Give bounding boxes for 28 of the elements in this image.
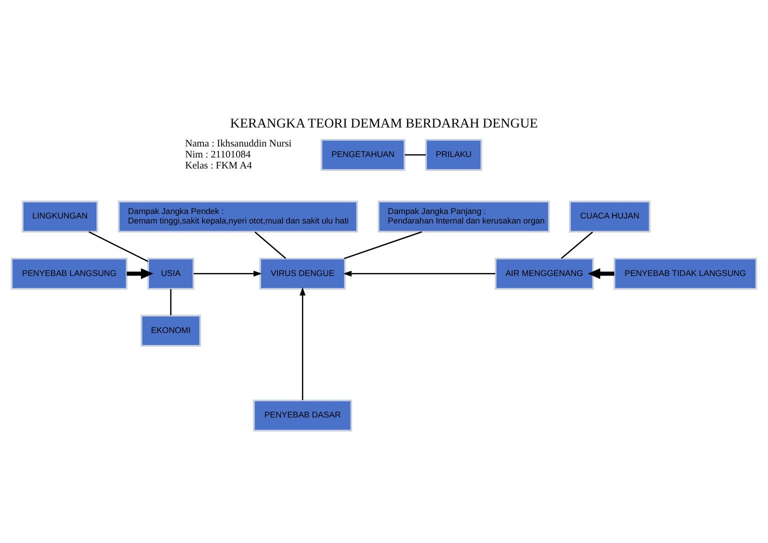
node-box: PENGETAHUAN [320,138,406,170]
arrow [343,270,496,276]
connector [254,231,286,258]
node-box: EKONOMI [140,314,202,346]
arrow [194,270,262,276]
connector [170,288,172,315]
arrow [588,268,614,279]
label: Nim : 21101084 [185,149,251,160]
label: Nama : Ikhsanuddin Nursi [185,138,292,150]
label: Kelas : FKM A4 [185,160,252,171]
node-box: VIRUS DENGUE [259,257,346,290]
connector [88,230,148,262]
diagram-title: KERANGKA TEORI DEMAM BERDARAH DENGUE [230,114,538,130]
node-box: Dampak Jangka Panjang : Pendarahan Internal dan kerusakan organ [378,200,550,232]
node-box: PENYEBAB TIDAK LANGSUNG [614,257,758,290]
node-box: PENYEBAB LANGSUNG [10,257,128,290]
node-box: LINGKUNGAN [22,200,98,232]
arrow [300,286,306,400]
node-box: PENYEBAB DASAR [253,399,352,431]
arrow [126,268,154,279]
connector [561,231,593,258]
node-box: CUACA HUJAN [569,200,650,232]
connector [404,154,426,156]
connector [344,230,422,259]
node-box: AIR MENGGENANG [494,257,594,290]
node-box: PRILAKU [425,138,482,170]
node-box: USIA [147,257,194,290]
node-box: Dampak Jangka Pendek : Demam tinggi,sakit kepala,nyeri otot,mual dan sakit ulu hati [118,200,358,232]
